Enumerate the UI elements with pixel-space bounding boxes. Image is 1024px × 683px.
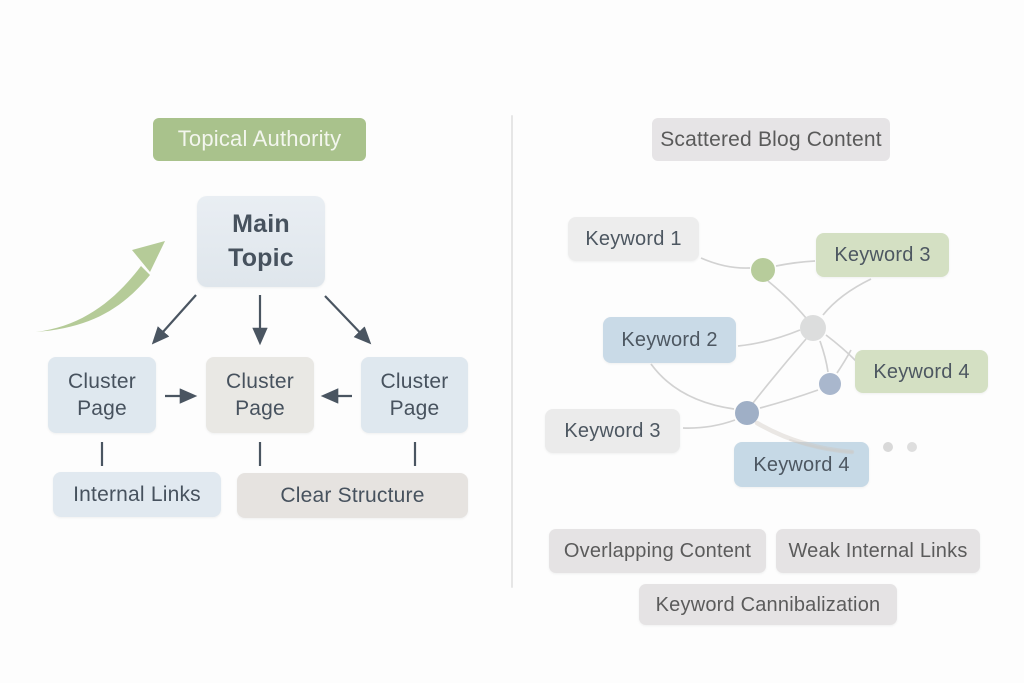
- keyword-box-2: Keyword 2: [603, 317, 736, 363]
- keyword-label: Keyword 3: [564, 420, 661, 442]
- keyword-cannibalization-label: Keyword Cannibalization: [655, 593, 881, 616]
- cluster-page-label: Cluster Page: [226, 369, 294, 420]
- keyword-cannibalization-badge: Keyword Cannibalization: [639, 584, 897, 625]
- internal-links-label: Internal Links: [73, 482, 201, 506]
- cluster-page-node-middle: Cluster Page: [206, 357, 314, 433]
- clear-structure-label: Clear Structure: [280, 483, 425, 507]
- keyword-box-3-gray: Keyword 3: [545, 409, 680, 453]
- cluster-page-label: Cluster Page: [68, 369, 136, 420]
- scattered-nodes: [735, 258, 917, 452]
- small-dot-2: [907, 442, 917, 452]
- overlapping-content-label: Overlapping Content: [563, 540, 752, 562]
- keyword-label: Keyword 2: [621, 329, 718, 351]
- blue-node-dot-lower: [735, 401, 759, 425]
- keyword-box-3-green: Keyword 3: [816, 233, 949, 277]
- keyword-label: Keyword 3: [834, 244, 931, 266]
- keyword-label: Keyword 4: [753, 453, 850, 476]
- gray-node-dot: [800, 315, 826, 341]
- keyword-box-4-green: Keyword 4: [855, 350, 988, 393]
- green-node-dot: [751, 258, 775, 282]
- keyword-box-1: Keyword 1: [568, 217, 699, 261]
- arrow-main-to-right-cluster: [324, 295, 372, 345]
- internal-links-badge: Internal Links: [53, 472, 221, 517]
- blue-node-dot-upper: [819, 373, 841, 395]
- main-topic-label: Main Topic: [228, 209, 294, 272]
- small-dot-1: [883, 442, 893, 452]
- main-topic-node: Main Topic: [197, 196, 325, 287]
- flow-arrows: [100, 294, 417, 466]
- cluster-page-node-right: Cluster Page: [361, 357, 468, 433]
- keyword-box-4-blue: Keyword 4: [734, 442, 869, 487]
- scattered-links: [650, 257, 872, 429]
- cluster-page-node-left: Cluster Page: [48, 357, 156, 433]
- keyword-label: Keyword 4: [873, 360, 970, 383]
- topical-authority-label: Topical Authority: [177, 126, 342, 152]
- growth-arrow-icon: [36, 241, 165, 332]
- panel-divider: [511, 115, 513, 588]
- overlapping-content-badge: Overlapping Content: [549, 529, 766, 573]
- arrow-main-to-left-cluster: [151, 294, 197, 345]
- cluster-page-label: Cluster Page: [380, 369, 449, 420]
- scattered-blog-content-badge: Scattered Blog Content: [652, 118, 890, 161]
- weak-internal-links-badge: Weak Internal Links: [776, 529, 980, 573]
- scattered-blog-content-label: Scattered Blog Content: [660, 127, 882, 151]
- keyword-label: Keyword 1: [585, 228, 682, 250]
- topical-authority-badge: Topical Authority: [153, 118, 366, 161]
- weak-internal-links-label: Weak Internal Links: [788, 540, 968, 562]
- clear-structure-badge: Clear Structure: [237, 473, 468, 518]
